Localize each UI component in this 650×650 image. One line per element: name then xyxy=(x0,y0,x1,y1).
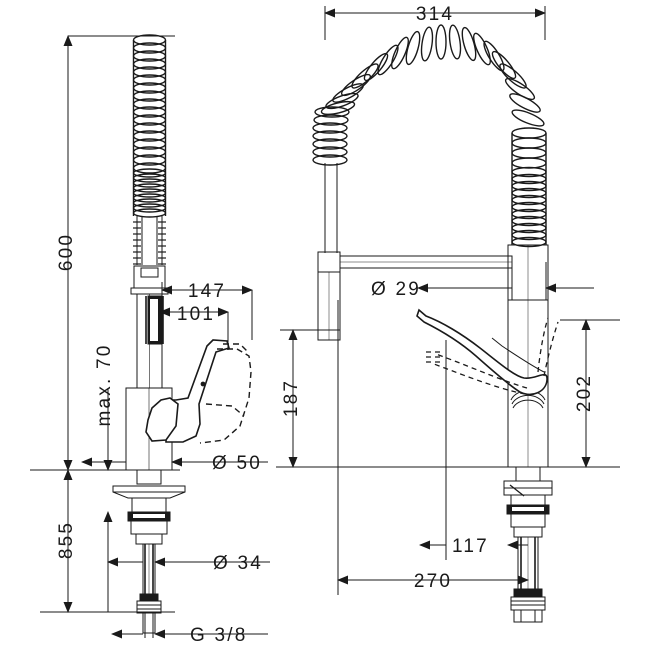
lever-handle-left xyxy=(145,339,230,443)
dimension-lines-right xyxy=(276,6,620,595)
label-314: 314 xyxy=(416,4,454,25)
label-g38: G 3/8 xyxy=(190,625,247,646)
label-202: 202 xyxy=(574,374,595,412)
right-front-view xyxy=(312,24,559,623)
escutcheon-left xyxy=(112,469,186,513)
mounting-hardware-right xyxy=(506,504,550,538)
label-600: 600 xyxy=(56,233,77,271)
label-max70: max. 70 xyxy=(94,344,115,427)
mounting-hardware-left xyxy=(127,511,171,545)
coil-hose-left xyxy=(132,34,167,218)
label-147: 147 xyxy=(188,281,226,302)
label-d34: Ø 34 xyxy=(213,553,263,574)
spray-dock-slot-left xyxy=(145,295,164,345)
body-right xyxy=(507,244,549,468)
label-d29: Ø 29 xyxy=(371,279,421,300)
label-d50: Ø 50 xyxy=(212,453,262,474)
spray-shaft-left xyxy=(133,216,166,265)
spring-coil-arch xyxy=(312,24,547,248)
lever-handle-alt-right xyxy=(426,317,559,395)
lever-handle-right xyxy=(416,308,548,396)
label-855: 855 xyxy=(56,521,77,559)
label-187: 187 xyxy=(281,379,302,417)
dimension-lines-left xyxy=(30,35,270,639)
label-270: 270 xyxy=(414,571,452,592)
lever-handle-alt-left xyxy=(199,343,252,444)
left-side-view xyxy=(112,34,252,638)
riser-tube-right xyxy=(324,163,338,253)
label-117: 117 xyxy=(452,536,489,557)
label-101: 101 xyxy=(177,304,215,325)
dimension-labels: 600 max. 70 855 147 101 Ø 50 Ø 34 G 3/8 … xyxy=(56,4,595,646)
supply-shank-left xyxy=(136,543,162,638)
escutcheon-right xyxy=(503,466,553,506)
